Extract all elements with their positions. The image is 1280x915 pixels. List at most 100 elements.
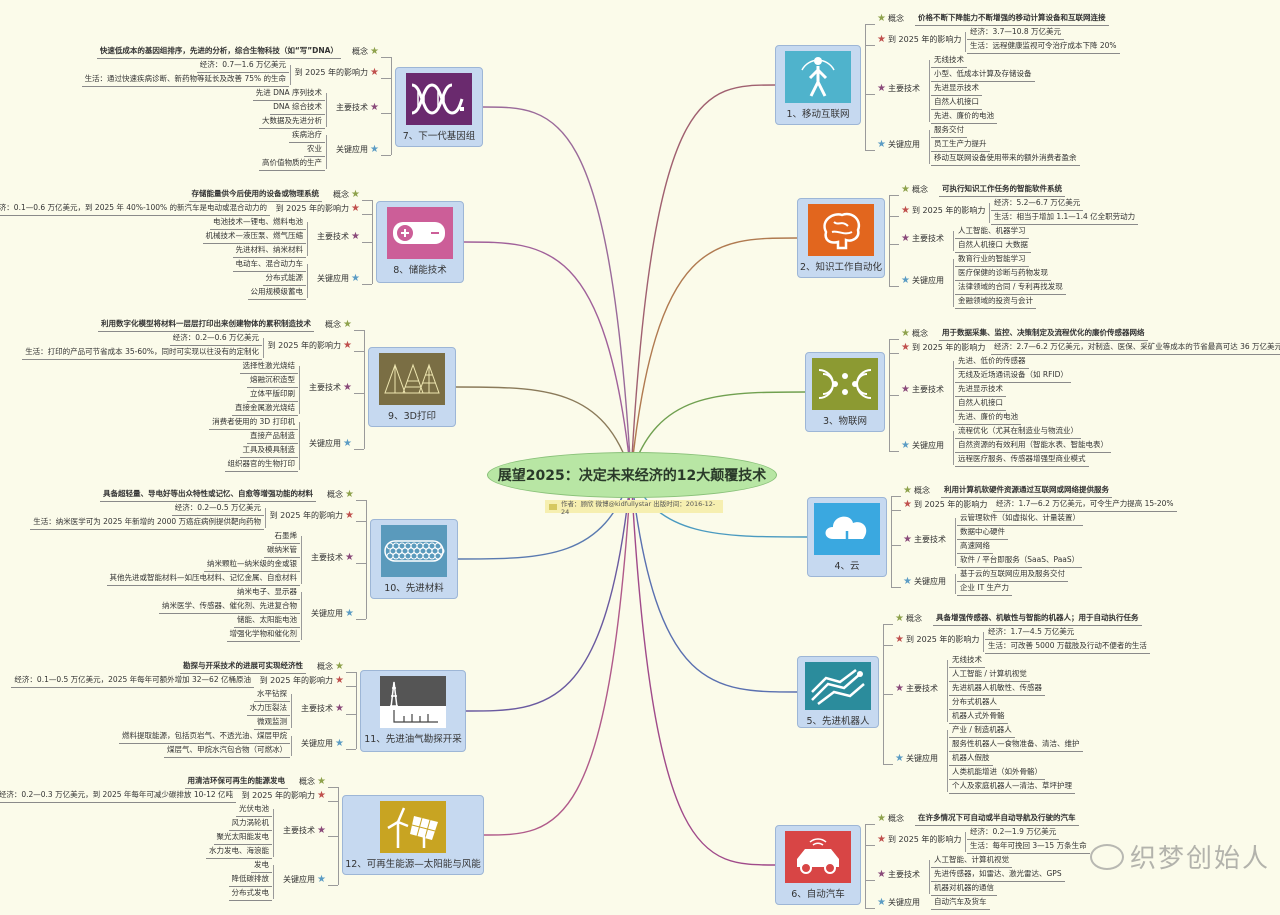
- tech-item[interactable]: 先进、廉价的电池: [955, 411, 1021, 425]
- impact-item[interactable]: 生活：可改善 5000 万截肢及行动不便者的生活: [985, 640, 1150, 654]
- tech-item[interactable]: 水力压裂法: [246, 702, 290, 716]
- concept-text[interactable]: 用于数据采集、监控、决策制定及流程优化的廉价传感器网络: [939, 327, 1148, 341]
- concept-text[interactable]: 存储能量供今后使用的设备或物理系统: [188, 188, 322, 202]
- topic-node-5[interactable]: 5、先进机器人: [797, 656, 879, 728]
- tech-item[interactable]: 选择性激光烧结: [239, 360, 298, 374]
- branch-label-impact[interactable]: 到 2025 年的影响力★: [276, 202, 362, 215]
- tech-item[interactable]: 人工智能 / 计算机视觉: [949, 668, 1030, 682]
- tech-item[interactable]: 石墨烯: [271, 530, 300, 544]
- apps-item[interactable]: 流程优化（尤其在制造业与物流业）: [955, 425, 1081, 439]
- branch-label-apps[interactable]: ★关键应用: [901, 575, 946, 588]
- apps-item[interactable]: 自动汽车及货车: [931, 896, 990, 910]
- branch-label-tech[interactable]: ★主要技术: [875, 82, 920, 95]
- concept-text[interactable]: 快速低成本的基因组排序，先进的分析，综合生物科技（如“写”DNA）: [96, 45, 341, 59]
- apps-item[interactable]: 产业 / 制造机器人: [949, 724, 1015, 738]
- branch-label-concept[interactable]: 概念★: [325, 318, 354, 331]
- branch-label-impact[interactable]: ★到 2025 年的影响力: [893, 633, 979, 646]
- tech-item[interactable]: 自然人机接口: [955, 397, 1006, 411]
- concept-text[interactable]: 在许多情况下可自动或半自动导航及行驶的汽车: [915, 812, 1079, 826]
- central-topic[interactable]: 展望2025：决定未来经济的12大颠覆技术: [487, 452, 777, 498]
- impact-item[interactable]: 生活：打印的产品可节省成本 35-60%，同时可实现以往没有的定制化: [22, 346, 262, 360]
- impact-item[interactable]: 经济：0.2—0.3 万亿美元，到 2025 年每年可减少碳排放 10-12 亿…: [0, 789, 236, 803]
- concept-text[interactable]: 具备增强传感器、机敏性与智能的机器人；用于自动执行任务: [933, 612, 1142, 626]
- branch-label-impact[interactable]: ★到 2025 年的影响力: [899, 341, 985, 354]
- tech-item[interactable]: 自然人机接口 大数据: [955, 239, 1031, 253]
- apps-item[interactable]: 疾病治疗: [289, 129, 325, 143]
- branch-label-apps[interactable]: ★关键应用: [899, 274, 944, 287]
- apps-item[interactable]: 医疗保健的诊断与药物发现: [955, 267, 1051, 281]
- branch-label-concept[interactable]: ★概念: [899, 327, 928, 340]
- concept-text[interactable]: 利用计算机软硬件资源通过互联网或网络提供服务: [941, 484, 1112, 498]
- apps-item[interactable]: 公用规模级蓄电: [247, 286, 306, 300]
- branch-label-impact[interactable]: ★到 2025 年的影响力: [875, 33, 961, 46]
- tech-item[interactable]: 先进显示技术: [955, 383, 1006, 397]
- branch-label-tech[interactable]: ★主要技术: [901, 533, 946, 546]
- apps-item[interactable]: 组织器官的生物打印: [224, 458, 298, 472]
- branch-label-concept[interactable]: 概念★: [317, 660, 346, 673]
- branch-label-impact[interactable]: ★到 2025 年的影响力: [875, 833, 961, 846]
- tech-item[interactable]: 分布式机器人: [949, 696, 1000, 710]
- branch-label-impact[interactable]: 到 2025 年的影响力★: [260, 674, 346, 687]
- branch-label-concept[interactable]: ★概念: [875, 812, 904, 825]
- apps-item[interactable]: 自然资源的有效利用（智能水表、智能电表）: [955, 439, 1111, 453]
- apps-item[interactable]: 教育行业的智能学习: [955, 253, 1029, 267]
- impact-item[interactable]: 经济：1.7—6.2 万亿美元，可令生产力提高 15-20%: [993, 498, 1177, 512]
- branch-label-impact[interactable]: 到 2025 年的影响力★: [270, 509, 356, 522]
- concept-text[interactable]: 用清洁环保可再生的能源发电: [184, 775, 288, 789]
- tech-item[interactable]: 先进、低价的传感器: [955, 355, 1029, 369]
- apps-item[interactable]: 金融领域的投资与会计: [955, 295, 1036, 309]
- impact-item[interactable]: 经济：0.2—0.6 万亿美元: [169, 332, 262, 346]
- topic-node-2[interactable]: 2、知识工作自动化: [797, 198, 885, 278]
- tech-item[interactable]: 小型、低成本计算及存储设备: [931, 68, 1035, 82]
- topic-node-7[interactable]: 7、下一代基因组: [395, 67, 483, 147]
- branch-label-concept[interactable]: ★概念: [901, 484, 930, 497]
- branch-label-apps[interactable]: ★关键应用: [875, 138, 920, 151]
- impact-item[interactable]: 经济：0.1—0.6 万亿美元，到 2025 年 40%-100% 的新汽车是电…: [0, 202, 270, 216]
- tech-item[interactable]: 直接金属激光烧结: [232, 402, 298, 416]
- impact-item[interactable]: 生活：通过快速疾病诊断、新药物等延长及改善 75% 的生命: [81, 73, 289, 87]
- tech-item[interactable]: 电池技术—锂电、燃料电池: [210, 216, 306, 230]
- topic-node-9[interactable]: 9、3D打印: [368, 347, 456, 427]
- concept-text[interactable]: 勘探与开采技术的进展可实现经济性: [180, 660, 306, 674]
- tech-item[interactable]: 自然人机接口: [931, 96, 982, 110]
- tech-item[interactable]: 无线技术: [949, 654, 985, 668]
- apps-item[interactable]: 煤层气、甲烷水汽包合物（可燃冰）: [164, 744, 290, 758]
- branch-label-concept[interactable]: 概念★: [299, 775, 328, 788]
- tech-item[interactable]: 先进、廉价的电池: [931, 110, 997, 124]
- branch-label-apps[interactable]: 关键应用★: [283, 873, 328, 886]
- branch-label-tech[interactable]: 主要技术★: [311, 551, 356, 564]
- tech-item[interactable]: 人工智能、机器学习: [955, 225, 1029, 239]
- impact-item[interactable]: 经济：2.7—6.2 万亿美元，对制造、医保、采矿业等成本的节省最高可达 36 …: [991, 341, 1280, 355]
- branch-label-concept[interactable]: 概念★: [352, 45, 381, 58]
- tech-item[interactable]: 其他先进或智能材料—如压电材料、记忆金属、自愈材料: [106, 572, 300, 586]
- branch-label-apps[interactable]: 关键应用★: [311, 607, 356, 620]
- branch-label-apps[interactable]: 关键应用★: [309, 437, 354, 450]
- tech-item[interactable]: 机器对机器的通信: [931, 882, 997, 896]
- apps-item[interactable]: 分布式发电: [228, 887, 272, 901]
- tech-item[interactable]: 先进显示技术: [931, 82, 982, 96]
- branch-label-tech[interactable]: ★主要技术: [899, 232, 944, 245]
- tech-item[interactable]: 先进 DNA 序列技术: [252, 87, 325, 101]
- apps-item[interactable]: 远程医疗服务、传感器增强型商业模式: [955, 453, 1089, 467]
- topic-node-6[interactable]: 6、自动汽车: [775, 825, 861, 905]
- apps-item[interactable]: 服务性机器人—食物准备、清洁、维护: [949, 738, 1083, 752]
- apps-item[interactable]: 农业: [304, 143, 325, 157]
- concept-text[interactable]: 可执行知识工作任务的智能软件系统: [939, 183, 1065, 197]
- tech-item[interactable]: 大数据及先进分析: [259, 115, 325, 129]
- branch-label-apps[interactable]: ★关键应用: [875, 896, 920, 909]
- topic-node-3[interactable]: 3、物联网: [805, 352, 885, 432]
- topic-node-1[interactable]: 1、移动互联网: [775, 45, 861, 125]
- branch-label-tech[interactable]: ★主要技术: [875, 868, 920, 881]
- apps-item[interactable]: 分布式能源: [262, 272, 306, 286]
- tech-item[interactable]: 风力涡轮机: [228, 817, 272, 831]
- impact-item[interactable]: 经济：0.2—1.9 万亿美元: [967, 826, 1060, 840]
- tech-item[interactable]: 人工智能、计算机视觉: [931, 854, 1012, 868]
- branch-label-impact[interactable]: ★到 2025 年的影响力: [901, 498, 987, 511]
- tech-item[interactable]: 纳米颗粒—纳米级的金或银: [204, 558, 300, 572]
- apps-item[interactable]: 高价值物质的生产: [259, 157, 325, 171]
- apps-item[interactable]: 燃料提取能源，包括页岩气、不透光油、煤层甲烷: [119, 730, 290, 744]
- apps-item[interactable]: 电动车、混合动力车: [232, 258, 306, 272]
- tech-item[interactable]: 碳纳米管: [264, 544, 300, 558]
- apps-item[interactable]: 工具及模具制造: [239, 444, 298, 458]
- tech-item[interactable]: 无线及近场通讯设备（如 RFID）: [955, 369, 1071, 383]
